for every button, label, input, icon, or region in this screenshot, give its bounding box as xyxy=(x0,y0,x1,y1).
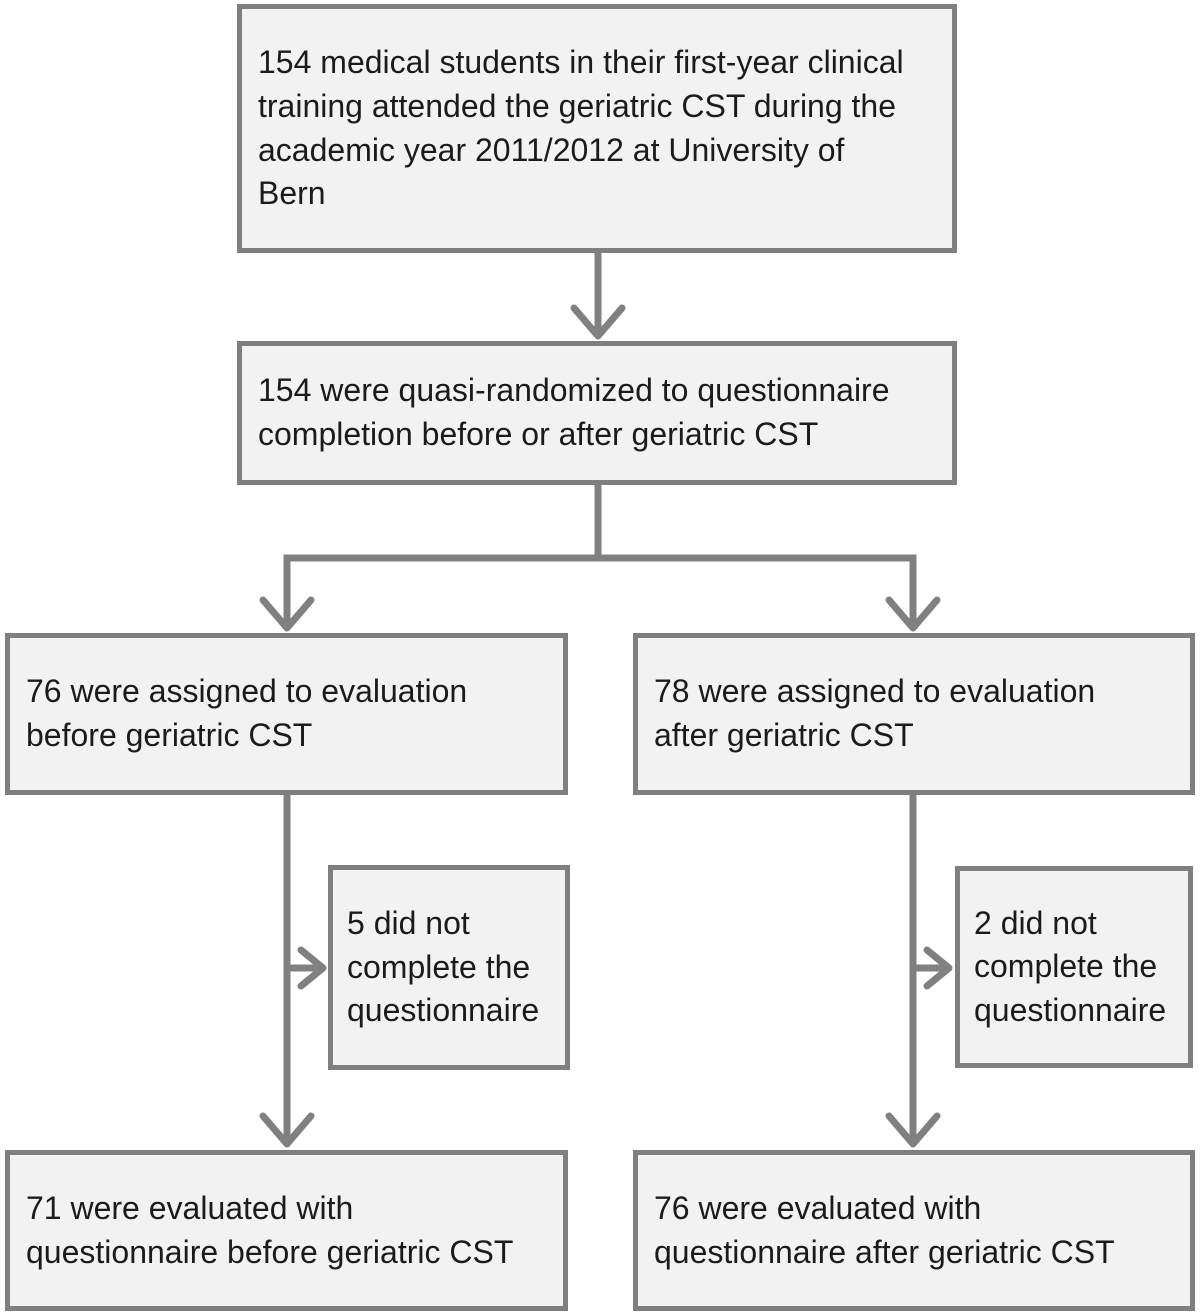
arrowhead-dropout-before-icon xyxy=(297,946,327,990)
node-dropout-after: 2 did not complete the questionnaire xyxy=(955,866,1193,1068)
edge-randomization-branch xyxy=(283,554,917,628)
node-dropout-before: 5 did not complete the questionnaire xyxy=(328,865,570,1070)
arrowhead-assigned-before-icon xyxy=(259,596,315,632)
arrowhead-randomization-icon xyxy=(570,304,626,340)
node-evaluated-before-text: 71 were evaluated with questionnaire bef… xyxy=(26,1189,514,1270)
arrowhead-evaluated-after-icon xyxy=(885,1112,941,1148)
node-assigned-after-text: 78 were assigned to evaluation after ger… xyxy=(654,673,1096,753)
arrowhead-dropout-after-icon xyxy=(923,946,953,990)
node-dropout-after-text: 2 did not complete the questionnaire xyxy=(974,904,1167,1028)
node-dropout-before-text: 5 did not complete the questionnaire xyxy=(347,905,540,1029)
node-assigned-after: 78 were assigned to evaluation after ger… xyxy=(633,633,1195,795)
node-evaluated-before: 71 were evaluated with questionnaire bef… xyxy=(5,1150,568,1311)
node-randomization: 154 were quasi-randomized to questionnai… xyxy=(237,341,957,485)
node-evaluated-after: 76 were evaluated with questionnaire aft… xyxy=(633,1150,1195,1311)
node-evaluated-after-text: 76 were evaluated with questionnaire aft… xyxy=(654,1189,1115,1270)
arrowhead-assigned-after-icon xyxy=(885,596,941,632)
arrowhead-evaluated-before-icon xyxy=(259,1112,315,1148)
node-assigned-before-text: 76 were assigned to evaluation before ge… xyxy=(26,673,468,753)
node-enrollment-text: 154 medical students in their first-year… xyxy=(258,44,904,212)
node-enrollment: 154 medical students in their first-year… xyxy=(237,4,957,253)
node-assigned-before: 76 were assigned to evaluation before ge… xyxy=(5,633,568,795)
node-randomization-text: 154 were quasi-randomized to questionnai… xyxy=(258,372,890,452)
